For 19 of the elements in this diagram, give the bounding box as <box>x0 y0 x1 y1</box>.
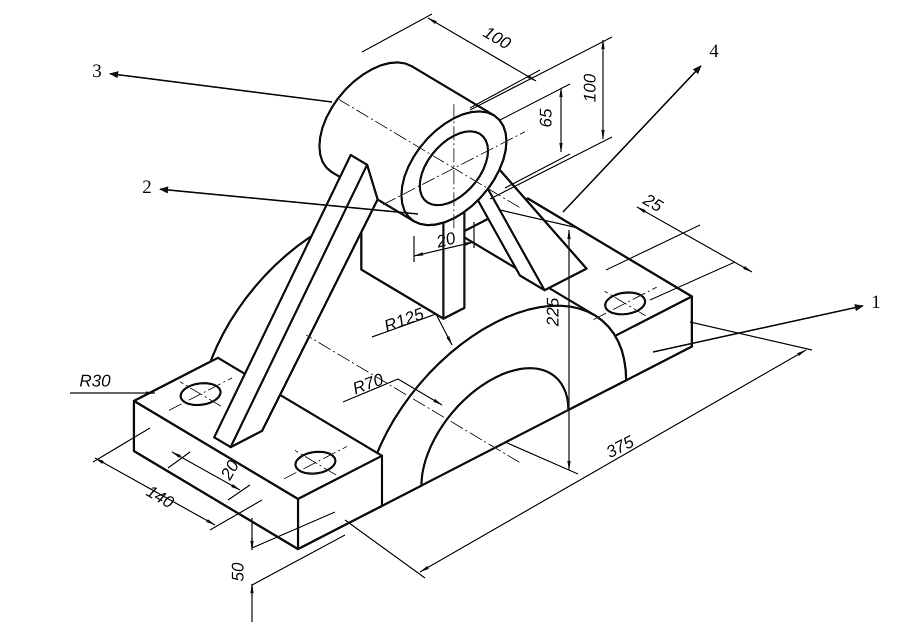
dimension-text: 50 <box>230 562 246 582</box>
callout-number: 2 <box>134 173 160 203</box>
dimension-text: 100 <box>480 24 514 52</box>
callout-number: 1 <box>863 288 889 318</box>
callout-number: 4 <box>701 37 727 67</box>
dimension-text: 225 <box>544 298 562 326</box>
leader-arrow <box>159 186 418 215</box>
dimension-text: 140 <box>143 482 177 512</box>
dimension-text: 100 <box>582 74 598 102</box>
leader-arrow <box>109 71 332 103</box>
dimension-text: 65 <box>538 108 554 128</box>
dimension-text: 20 <box>218 458 242 482</box>
dimension-text: 375 <box>604 432 636 462</box>
dimension-text: 25 <box>640 190 666 216</box>
dimension-text: R70 <box>350 370 386 398</box>
leader-arrow <box>562 65 702 213</box>
dimension-text: R30 <box>79 372 111 390</box>
leader-arrow <box>652 304 864 353</box>
callout-number: 3 <box>84 57 110 87</box>
